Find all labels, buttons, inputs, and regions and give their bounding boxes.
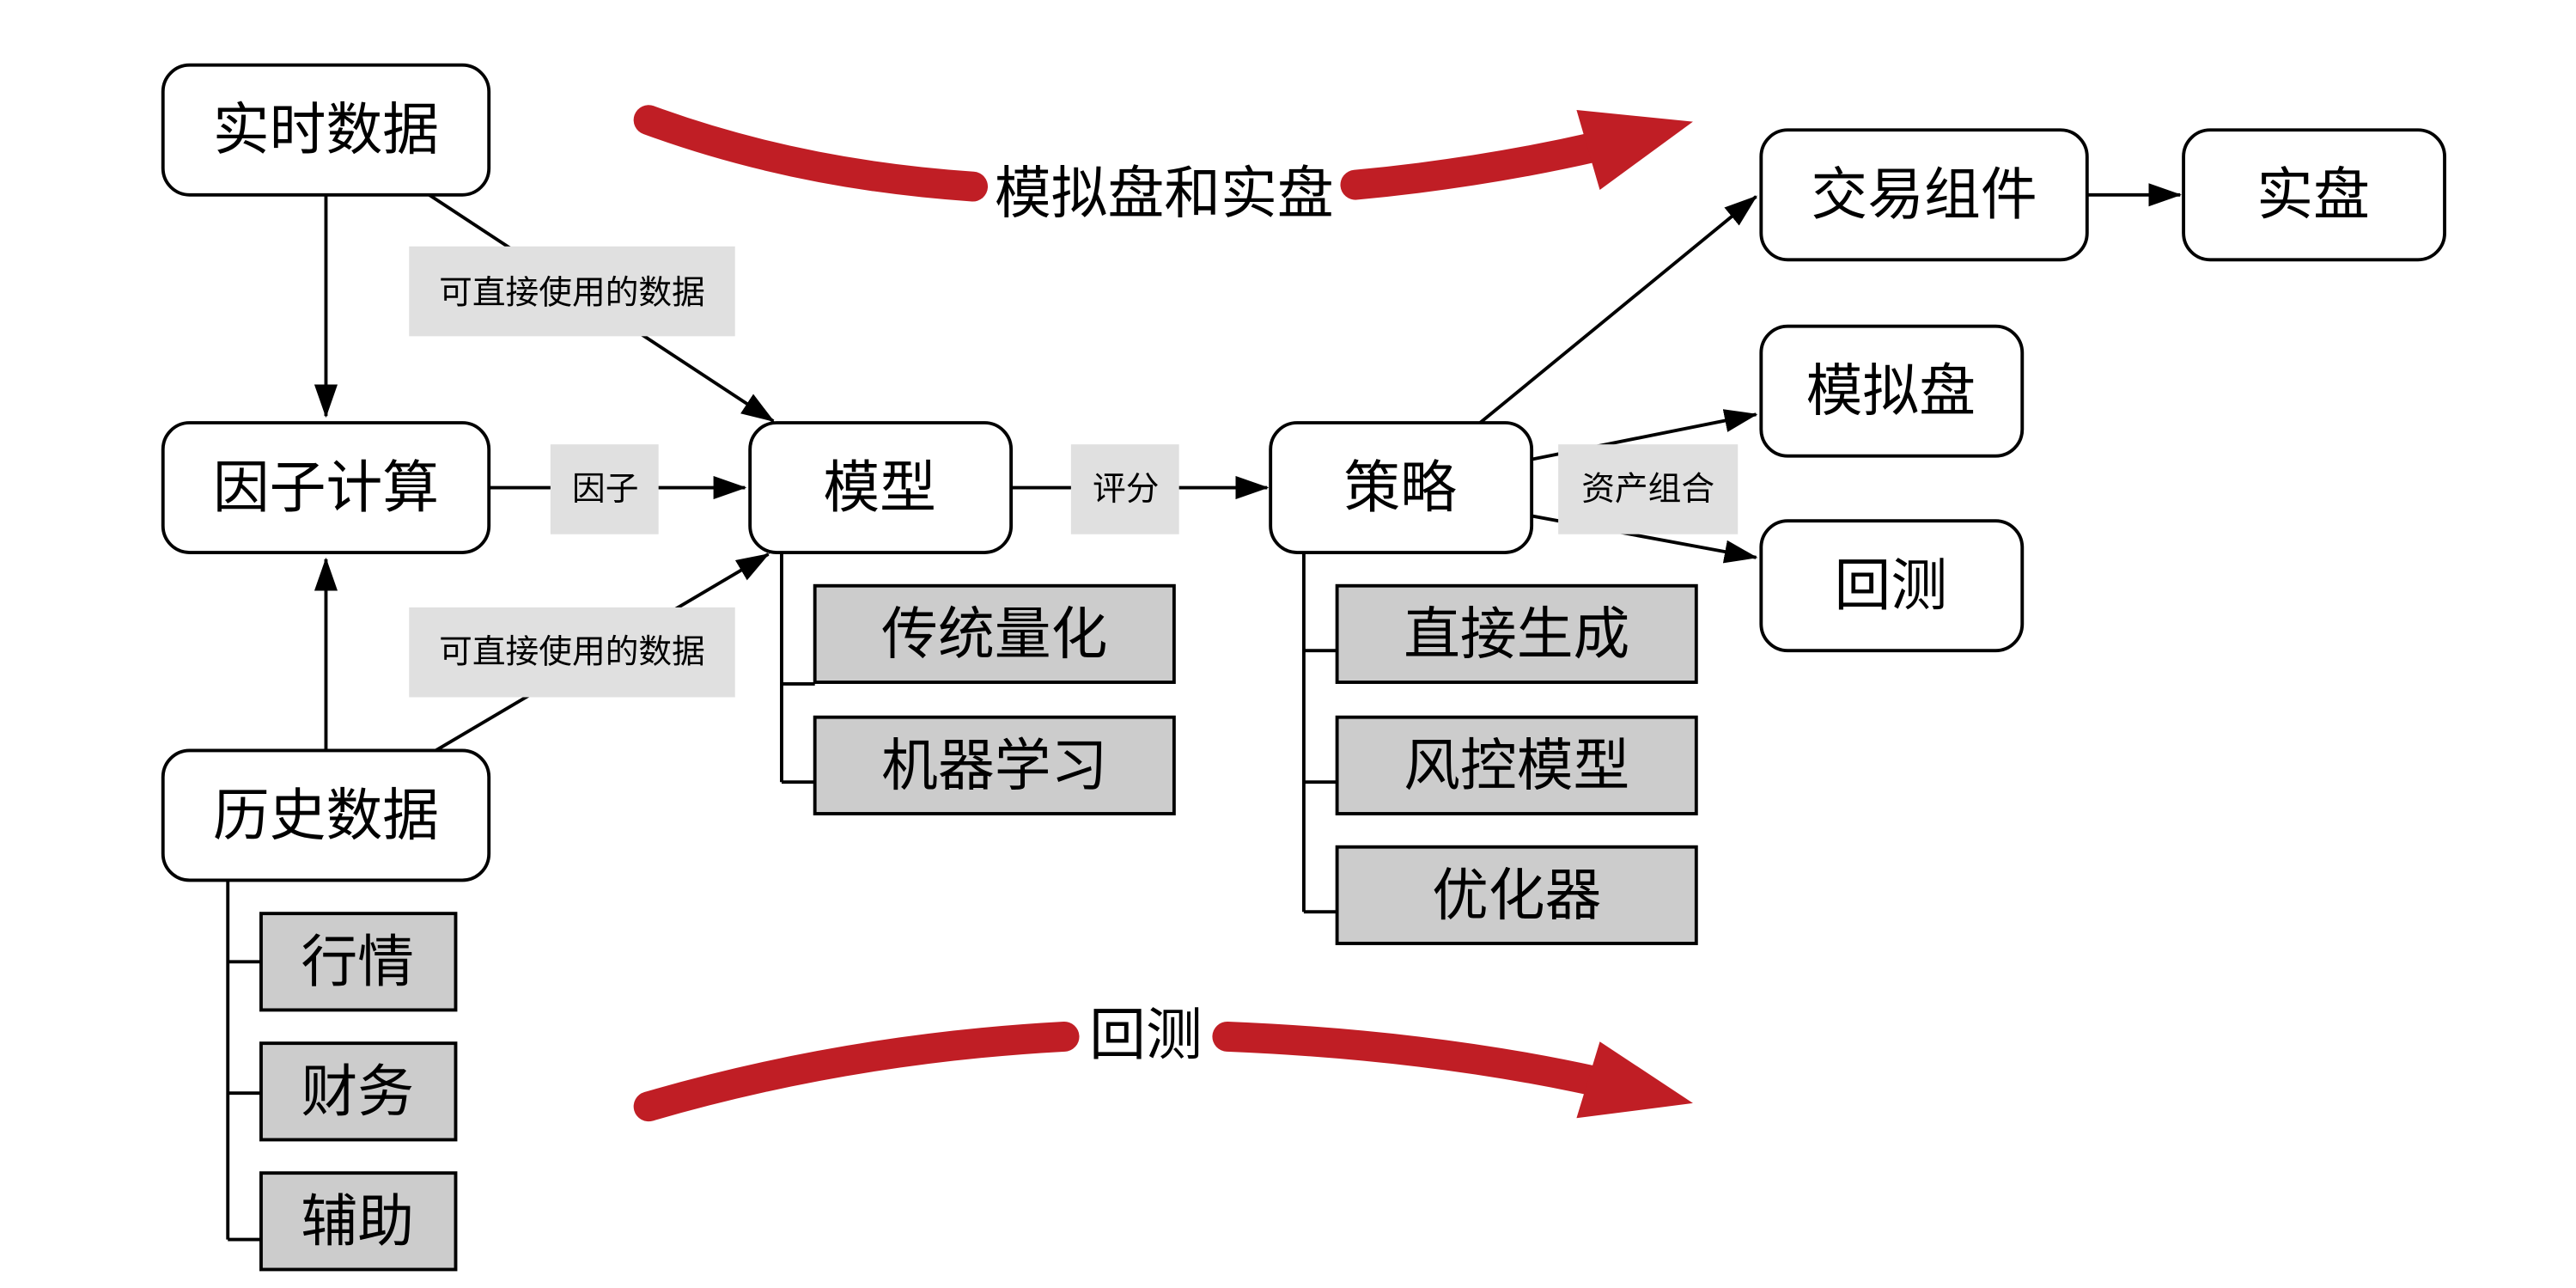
tree-model xyxy=(780,553,815,784)
svg-text:回测: 回测 xyxy=(1835,552,1948,619)
edge-label-score: 评分 xyxy=(1070,444,1179,534)
svg-text:可直接使用的数据: 可直接使用的数据 xyxy=(439,633,705,672)
svg-text:辅助: 辅助 xyxy=(301,1188,414,1254)
svg-text:机器学习: 机器学习 xyxy=(881,732,1107,798)
svg-text:模拟盘: 模拟盘 xyxy=(1806,358,1976,424)
svg-text:风控模型: 风控模型 xyxy=(1404,732,1629,798)
node-history-data[interactable]: 历史数据 xyxy=(161,748,491,882)
node-factor-calc[interactable]: 因子计算 xyxy=(161,421,491,554)
svg-text:实时数据: 实时数据 xyxy=(213,97,439,163)
edge-strategy-to-trade xyxy=(1478,195,1758,424)
tree-strategy xyxy=(1301,553,1337,914)
node-paper-trading[interactable]: 模拟盘 xyxy=(1759,324,2025,458)
edge-label-portfolio: 资产组合 xyxy=(1558,444,1739,534)
flow-arrow-bottom xyxy=(633,1021,1693,1122)
svg-text:评分: 评分 xyxy=(1093,470,1159,509)
node-trade-component[interactable]: 交易组件 xyxy=(1759,128,2089,262)
svg-text:财务: 财务 xyxy=(301,1059,414,1125)
svg-text:策略: 策略 xyxy=(1343,455,1457,521)
svg-text:优化器: 优化器 xyxy=(1432,862,1601,928)
edge-label-factor: 因子 xyxy=(550,444,659,534)
sub-item-direct-generation[interactable]: 直接生成 xyxy=(1335,583,1698,684)
node-model[interactable]: 模型 xyxy=(748,421,1014,554)
flow-arrow-top xyxy=(633,105,1693,202)
sub-item-market[interactable]: 行情 xyxy=(259,912,458,1012)
node-realtime-data[interactable]: 实时数据 xyxy=(161,63,491,197)
flow-label-top: 模拟盘和实盘 xyxy=(995,160,1334,226)
svg-text:资产组合: 资产组合 xyxy=(1581,470,1714,509)
svg-text:可直接使用的数据: 可直接使用的数据 xyxy=(439,273,705,312)
svg-text:行情: 行情 xyxy=(301,929,414,995)
sub-item-finance[interactable]: 财务 xyxy=(259,1041,458,1142)
svg-text:模型: 模型 xyxy=(823,455,936,521)
node-strategy[interactable]: 策略 xyxy=(1269,421,1534,554)
svg-text:因子计算: 因子计算 xyxy=(213,455,439,521)
sub-item-machine-learning[interactable]: 机器学习 xyxy=(813,715,1176,815)
sub-item-traditional-quant[interactable]: 传统量化 xyxy=(813,583,1176,684)
svg-text:因子: 因子 xyxy=(572,470,638,509)
node-live-trading[interactable]: 实盘 xyxy=(2182,128,2446,262)
node-backtest[interactable]: 回测 xyxy=(1759,519,2025,653)
svg-text:历史数据: 历史数据 xyxy=(213,782,439,848)
sub-item-optimizer[interactable]: 优化器 xyxy=(1335,845,1698,945)
svg-text:传统量化: 传统量化 xyxy=(881,601,1107,667)
svg-text:直接生成: 直接生成 xyxy=(1404,601,1629,667)
tree-history xyxy=(226,880,261,1242)
flow-label-bottom: 回测 xyxy=(1089,1002,1203,1068)
edge-label-realtime-to-model: 可直接使用的数据 xyxy=(409,246,735,337)
svg-text:实盘: 实盘 xyxy=(2256,162,2370,228)
sub-item-risk-model[interactable]: 风控模型 xyxy=(1335,715,1698,815)
svg-text:交易组件: 交易组件 xyxy=(1811,162,2037,228)
sub-item-auxiliary[interactable]: 辅助 xyxy=(259,1171,458,1272)
edge-label-history-to-model: 可直接使用的数据 xyxy=(409,607,735,698)
